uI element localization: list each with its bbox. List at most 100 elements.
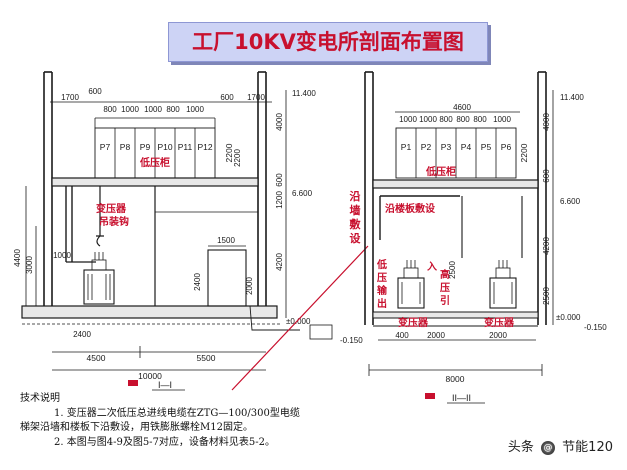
- left-level-ground: ±0.000: [286, 317, 311, 326]
- panel-p5: P5: [481, 142, 492, 152]
- watermark-prefix: 头条: [507, 440, 534, 455]
- left-bottom-dim-2: 5500: [197, 353, 216, 363]
- right-top-dim-2: 1000: [419, 115, 437, 124]
- technical-notes: 技术说明 1. 变压器二次低压总进线电缆在ZTG—100/300型电缆 梯架沿墙…: [20, 392, 360, 450]
- panel-p6: P6: [501, 142, 512, 152]
- panel-p3: P3: [441, 142, 452, 152]
- right-panel-height-dim: 2200: [519, 143, 529, 162]
- transformer-label-2: 变压器: [484, 316, 515, 329]
- right-top-dim-6: 1000: [493, 115, 511, 124]
- left-level-pit: -0.150: [340, 336, 363, 345]
- notes-line-2: 梯架沿墙和楼板下沿敷设，用铁膨胀螺栓M12固定。: [20, 422, 253, 433]
- tray-label: 沿楼板敷设: [385, 202, 435, 215]
- lv-out-label-1: 低: [376, 258, 387, 271]
- right-top-dim-5: 800: [473, 115, 487, 124]
- left-right-dim-1: 4000: [275, 113, 284, 131]
- left-top-dim-3: 800: [103, 105, 117, 114]
- middle-dim-1: 1500: [217, 236, 235, 245]
- panel-p1: P1: [401, 142, 412, 152]
- right-transformer-1: [397, 260, 425, 309]
- left-side-dim-2: 3000: [25, 256, 34, 274]
- at-icon: @: [541, 440, 556, 455]
- watermark-name: 节能120: [562, 440, 613, 455]
- left-right-dim-2: 600: [275, 173, 284, 187]
- right-lv-panels: [395, 127, 517, 179]
- panel-p8: P8: [120, 142, 131, 152]
- right-lv-cabinet-label: 低压柜: [425, 165, 456, 178]
- left-section: 1700 600 800 1000 1000 800 1000 600 1700: [13, 71, 363, 391]
- panel-p4: P4: [461, 142, 472, 152]
- lv-out-label-4: 出: [377, 297, 387, 310]
- diagram-title: 工厂10KV变电所剖面布置图: [168, 22, 488, 62]
- left-top-dim-9: 1700: [247, 93, 265, 102]
- right-top-dim-3: 800: [439, 115, 453, 124]
- left-side-dim-3: 1000: [53, 251, 71, 260]
- left-level-top: 11.400: [292, 89, 316, 98]
- panel-p7: P7: [100, 142, 111, 152]
- right-inner-dim-3: 2000: [427, 331, 445, 340]
- right-bottom-dim: 8000: [446, 374, 465, 384]
- wall-label-3: 敷: [350, 217, 362, 231]
- wall-label-1: 沿: [350, 189, 361, 203]
- watermark: 头条 @ 节能120: [508, 436, 613, 455]
- left-panel-height-dim: 2200: [224, 143, 234, 162]
- panel-p12: P12: [197, 142, 212, 152]
- red-leader-line: [231, 245, 369, 391]
- notes-line-3: 2. 本图与图4-9及图5-7对应，设备材料见表5-2。: [54, 436, 276, 448]
- right-section-marker: [425, 393, 435, 399]
- right-level-top: 11.400: [560, 93, 584, 102]
- hv-in-label-4: 入: [427, 261, 437, 273]
- left-section-marker: [128, 380, 138, 386]
- right-right-dim-2: 600: [542, 169, 551, 183]
- hv-in-label-3: 引: [440, 294, 450, 307]
- panel-p2: P2: [421, 142, 432, 152]
- left-right-dim-4: 4200: [275, 253, 284, 271]
- right-inner-dim-4: 2000: [489, 331, 507, 340]
- right-inner-dim-1: 2500: [448, 261, 457, 279]
- panel-p11: P11: [178, 142, 193, 152]
- left-top-dim-7: 1000: [186, 105, 204, 114]
- left-bottom-dim-total: 10000: [138, 371, 162, 381]
- left-section-label: I—I: [158, 380, 172, 390]
- middle-dim-2: 2400: [193, 273, 202, 291]
- left-bottom-dim-1: 4500: [87, 353, 106, 363]
- middle-dim-3: 2000: [245, 277, 254, 295]
- left-lv-panels: [94, 117, 216, 179]
- lv-out-label-3: 输: [377, 284, 388, 297]
- panel-p10: P10: [157, 142, 172, 152]
- hv-in-label-1: 高: [440, 268, 450, 281]
- left-side-dim-1: 4400: [13, 249, 22, 267]
- right-section-label: II—II: [452, 393, 471, 403]
- right-top-dim-4: 800: [456, 115, 470, 124]
- panel-p9: P9: [140, 142, 151, 152]
- right-transformer-2: [489, 260, 517, 309]
- left-right-dim-3: 1200: [275, 191, 284, 209]
- left-transformer: [83, 252, 115, 305]
- right-level-floor: 6.600: [560, 197, 581, 206]
- right-right-dim-1: 4000: [542, 113, 551, 131]
- wall-label-2: 墙: [350, 203, 361, 217]
- transformer-label-1: 变压器: [398, 316, 429, 329]
- left-right-dim-5: 2200: [233, 149, 242, 167]
- left-top-dim-1: 1700: [61, 93, 79, 102]
- wall-label-4: 设: [350, 231, 362, 245]
- right-top-dim-total: 4600: [453, 103, 471, 112]
- left-top-dim-8: 600: [220, 93, 234, 102]
- left-top-dim-4: 1000: [121, 105, 139, 114]
- left-lv-cabinet-label: 低压柜: [139, 156, 170, 169]
- right-top-dim-1: 1000: [399, 115, 417, 124]
- left-top-dim-2: 600: [88, 87, 102, 96]
- left-top-dim-5: 1000: [144, 105, 162, 114]
- right-inner-dim-2: 400: [395, 331, 409, 340]
- notes-line-1: 1. 变压器二次低压总进线电缆在ZTG—100/300型电缆: [54, 407, 300, 419]
- right-right-dim-3: 4200: [542, 237, 551, 255]
- left-top-dim-6: 800: [166, 105, 180, 114]
- left-level-floor: 6.600: [292, 189, 313, 198]
- notes-heading: 技术说明: [20, 393, 60, 404]
- right-section: 4600 1000 1000 800 800 800 1000 P1 P2 P: [350, 71, 607, 404]
- hoist-label-line1: 变压器: [96, 202, 127, 215]
- lv-out-label-2: 压: [377, 272, 387, 284]
- hv-in-label-2: 压: [440, 282, 450, 294]
